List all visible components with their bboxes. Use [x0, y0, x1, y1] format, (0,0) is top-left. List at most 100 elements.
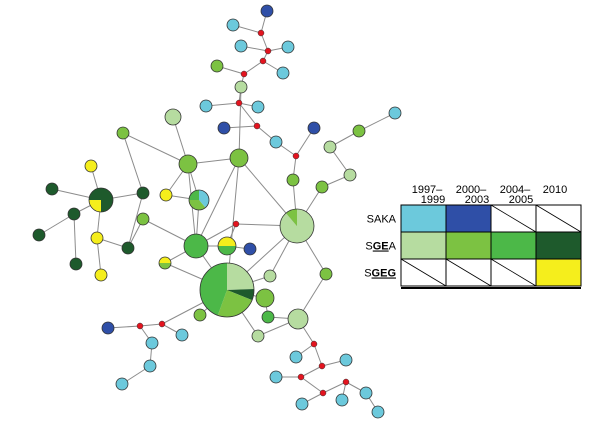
haplotype-node: [279, 208, 315, 244]
median-vector-node: [319, 389, 327, 397]
haplotype-node: [269, 135, 283, 149]
median-vector-node: [136, 322, 144, 330]
haplotype-node: [281, 40, 295, 54]
node-circle: [323, 140, 337, 154]
haplotype-node: [295, 397, 309, 411]
node-circle: [352, 124, 366, 138]
pie-slice: [280, 209, 315, 243]
legend-empty-diagonal: [445, 258, 492, 287]
median-vector-node: [342, 378, 350, 386]
node-circle: [115, 377, 129, 391]
haplotype-node: [136, 186, 150, 200]
node-circle: [69, 257, 83, 271]
haplotype-node: [101, 321, 115, 335]
node-circle: [143, 359, 157, 373]
median-vector-node: [232, 220, 240, 228]
pie-slice: [89, 200, 101, 212]
network-edge: [322, 381, 347, 394]
pie-slice: [101, 188, 113, 212]
node-circle: [342, 378, 350, 386]
haplotype-node: [45, 182, 59, 196]
haplotype-node: [261, 310, 275, 324]
node-circle: [255, 288, 275, 308]
haplotype-node: [88, 187, 114, 213]
haplotype-node: [251, 329, 265, 343]
pie-slice: [89, 188, 101, 200]
node-circle: [234, 39, 248, 53]
node-circle: [359, 386, 373, 400]
legend-cell: [445, 231, 492, 260]
legend-cell: [400, 231, 447, 260]
node-circle: [158, 320, 166, 328]
node-circle: [199, 99, 213, 113]
node-circle: [371, 405, 385, 419]
haplotype-node: [287, 308, 309, 330]
network-edge: [358, 112, 396, 132]
node-circle: [259, 57, 267, 65]
haplotype-node: [183, 233, 209, 259]
node-circle: [315, 180, 329, 194]
node-circle: [67, 207, 81, 221]
node-circle: [217, 121, 231, 135]
node-outline: [199, 262, 255, 318]
node-outline: [188, 189, 210, 211]
haplotype-node: [388, 106, 402, 120]
haplotype-node: [289, 350, 303, 364]
node-circle: [121, 241, 135, 255]
pie-slice: [218, 246, 236, 255]
pie-slice: [159, 263, 171, 269]
legend-empty-diagonal: [535, 204, 582, 233]
node-circle: [145, 336, 159, 350]
haplotype-node: [251, 100, 265, 114]
node-circle: [229, 148, 249, 168]
haplotype-node: [319, 267, 333, 281]
network-edge: [195, 157, 240, 247]
haplotype-node: [67, 207, 81, 221]
pie-slice: [199, 189, 210, 208]
node-circle: [164, 108, 182, 126]
node-circle: [45, 182, 59, 196]
node-circle: [307, 121, 321, 135]
network-edge: [243, 60, 264, 75]
median-vector-node: [318, 362, 326, 370]
haplotype-node: [263, 269, 277, 283]
legend-row-label: SAKA: [367, 214, 397, 226]
node-circle: [269, 135, 283, 149]
median-vector-node: [259, 57, 267, 65]
haplotype-node: [188, 189, 210, 211]
node-circle: [276, 66, 290, 80]
haplotype-node: [371, 405, 385, 419]
median-vector-node: [158, 320, 166, 328]
median-vector-node: [240, 70, 248, 78]
legend-empty-diagonal: [490, 258, 537, 287]
pie-slice: [159, 257, 171, 263]
node-circle: [297, 373, 305, 381]
node-circle: [260, 4, 274, 18]
legend-year-header: 2005: [509, 194, 533, 206]
network-edge: [38, 213, 75, 236]
median-vector-node: [264, 47, 272, 55]
node-circle: [264, 47, 272, 55]
legend-cell: [445, 204, 492, 233]
median-vector-node: [257, 29, 265, 37]
network-edge: [122, 132, 144, 194]
node-circle: [183, 233, 209, 259]
haplotype-node: [94, 268, 108, 282]
node-outline: [88, 187, 114, 213]
network-edge: [73, 213, 77, 265]
node-circle: [251, 100, 265, 114]
legend-year-header: 2004–: [500, 184, 531, 196]
haplotype-node: [234, 80, 248, 94]
haplotype-node: [243, 242, 257, 256]
pie-slice: [217, 290, 253, 317]
median-vector-node: [292, 152, 300, 160]
network-edge: [300, 365, 323, 378]
legend-row-label: SGEA: [365, 241, 396, 253]
haplotype-node: [335, 393, 349, 407]
legend-cell: [535, 258, 582, 287]
haplotype-node: [159, 188, 173, 202]
node-circle: [232, 220, 240, 228]
network-edge: [313, 343, 323, 367]
